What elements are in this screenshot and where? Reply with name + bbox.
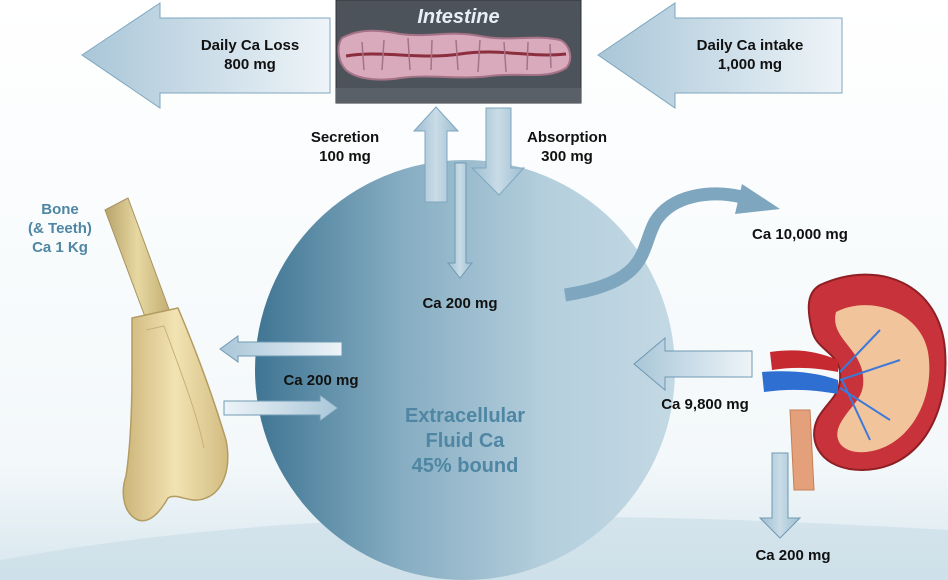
ecf-circle — [255, 160, 675, 580]
daily-loss-label: Daily Ca Loss 800 mg — [170, 36, 330, 74]
filtration-curve-arrow — [564, 187, 744, 302]
reabsorbed-label: Ca 9,800 mg — [661, 396, 749, 413]
daily-intake-arrow — [597, 2, 843, 109]
bone-image — [104, 197, 229, 522]
gut-to-ecf-label: Ca 200 mg — [422, 295, 498, 312]
absorption-amount: 300 mg — [541, 148, 593, 165]
absorption-title: Absorption — [527, 129, 607, 146]
bone-label: Bone (& Teeth) Ca 1 Kg — [10, 200, 110, 257]
daily-loss-arrow — [81, 2, 331, 109]
ecf-to-bone-arrow — [219, 335, 343, 363]
ecf-title: Extracellular — [404, 405, 526, 427]
filtered-label: Ca 10,000 mg — [752, 226, 848, 243]
daily-intake-label: Daily Ca intake 1,000 mg — [670, 36, 830, 74]
intestine-title: Intestine — [417, 6, 500, 28]
secretion-arrow — [412, 106, 460, 203]
bone-amount: Ca 1 Kg — [32, 239, 88, 256]
daily-loss-title: Daily Ca Loss — [200, 37, 300, 54]
absorption-label: Absorption 300 mg — [512, 128, 622, 166]
secretion-title: Secretion — [310, 129, 380, 146]
daily-intake-amount: 1,000 mg — [717, 56, 783, 73]
urine-arrow — [758, 452, 802, 539]
daily-loss-amount: 800 mg — [224, 56, 276, 73]
bone-title: Bone — [41, 201, 79, 218]
ecf-bound: 45% bound — [411, 455, 519, 477]
bone-exchange-label: Ca 200 mg — [283, 372, 359, 389]
secretion-amount: 100 mg — [319, 148, 371, 165]
kidney-image — [762, 273, 947, 491]
absorption-arrow — [470, 107, 526, 196]
daily-intake-title: Daily Ca intake — [696, 37, 804, 54]
intestine-image — [335, 0, 582, 104]
urine-label: Ca 200 mg — [755, 547, 831, 564]
ecf-label: Extracellular Fluid Ca 45% bound — [375, 404, 555, 479]
reabsorption-arrow — [633, 336, 753, 392]
bone-subtitle: (& Teeth) — [28, 220, 92, 237]
bone-to-ecf-arrow — [223, 394, 339, 422]
ecf-subtitle: Fluid Ca — [425, 430, 505, 452]
secretion-label: Secretion 100 mg — [290, 128, 400, 166]
gut-to-ecf-arrow — [446, 162, 474, 279]
